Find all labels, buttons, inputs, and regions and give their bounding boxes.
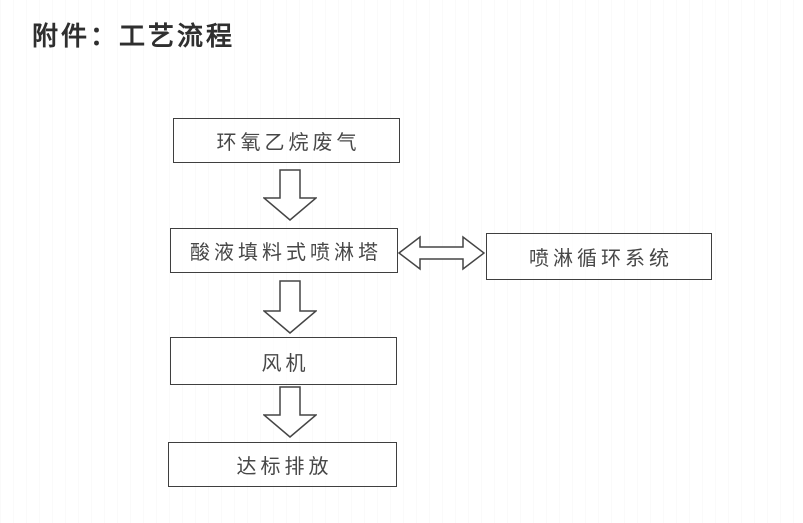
flow-node-label: 风机 xyxy=(261,352,310,375)
flow-node-label: 达标排放 xyxy=(236,456,333,478)
flow-node-compliant-discharge: 达标排放 xyxy=(168,442,397,487)
flow-node-label: 环氧乙烷废气 xyxy=(216,132,361,154)
down-arrow-icon xyxy=(263,169,317,221)
flow-node-eo-waste-gas: 环氧乙烷废气 xyxy=(173,118,400,163)
flow-node-label: 酸液填料式喷淋塔 xyxy=(190,242,382,264)
flow-node-spray-circulation-system: 喷淋循环系统 xyxy=(486,233,712,280)
down-arrow-icon xyxy=(263,386,317,438)
flow-node-acid-spray-tower: 酸液填料式喷淋塔 xyxy=(170,228,398,273)
double-arrow-icon xyxy=(398,233,485,273)
flow-node-label: 喷淋循环系统 xyxy=(529,248,673,270)
down-arrow-icon xyxy=(263,280,317,334)
flow-node-fan: 风机 xyxy=(170,337,397,385)
page-title: 附件：工艺流程 xyxy=(32,22,236,51)
